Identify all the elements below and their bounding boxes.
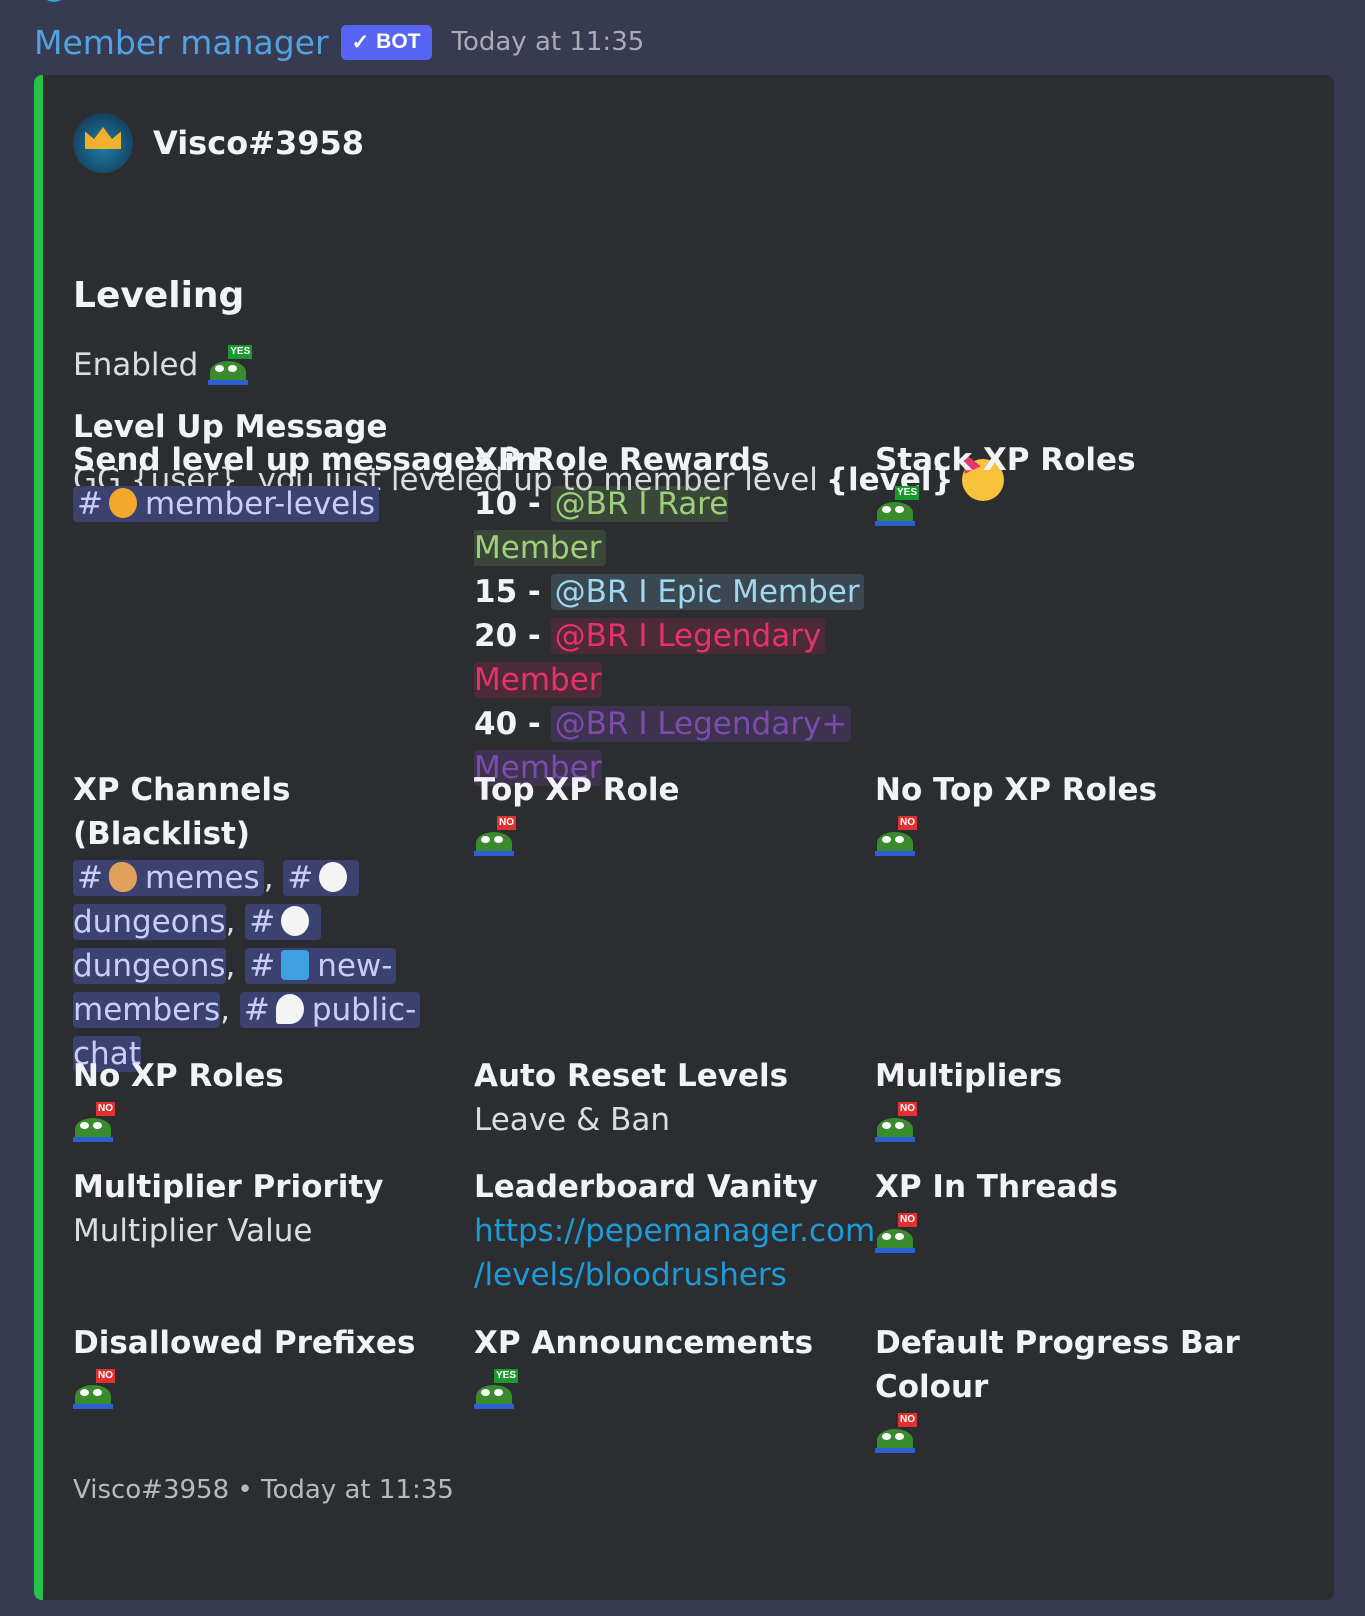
role-reward: 15 - @BR I Epic Member [474, 570, 864, 614]
field-value: Multiplier Value [73, 1213, 313, 1249]
skull-icon [319, 862, 348, 892]
pepe-no-icon: NO [474, 815, 518, 856]
field-name: Auto Reset Levels [474, 1058, 789, 1094]
field-name: XP Channels (Blacklist) [73, 772, 291, 852]
channel-mention[interactable]: # [283, 860, 360, 896]
field-value: Leave & Ban [474, 1102, 671, 1138]
field-no-top: No Top XP Roles NO [875, 768, 1265, 856]
field-send-in: Send level up messages in #member-levels [73, 438, 538, 526]
author-name[interactable]: Member manager [34, 22, 329, 62]
role-mention[interactable]: Member [474, 662, 602, 698]
field-no-xp: No XP Roles NO [73, 1054, 463, 1142]
field-name: XP In Threads [875, 1169, 1118, 1205]
channel-mention[interactable]: # [245, 904, 322, 940]
channel-mention[interactable]: #member-levels [73, 486, 380, 522]
potato-icon [108, 862, 137, 892]
bot-tag-label: BOT [376, 30, 421, 53]
channel-mention[interactable]: members [73, 992, 221, 1028]
pepe-no-icon: NO [73, 1101, 117, 1142]
medal-icon [108, 488, 137, 518]
inbox-icon [281, 950, 310, 980]
crown-icon [85, 127, 121, 149]
pepe-no-icon: NO [73, 1368, 117, 1409]
field-auto-reset: Auto Reset Levels Leave & Ban [474, 1054, 864, 1142]
enabled-row: Enabled YES [73, 345, 253, 385]
field-multipliers: Multipliers NO [875, 1054, 1265, 1142]
channel-mention[interactable]: dungeons [73, 948, 226, 984]
pepe-yes-icon: YES [474, 1368, 518, 1409]
skull-icon [281, 906, 310, 936]
role-mention[interactable]: @BR I Epic Member [550, 574, 864, 610]
field-name: XP Announcements [474, 1325, 814, 1361]
field-announcements: XP Announcements YES [474, 1321, 864, 1409]
field-prefixes: Disallowed Prefixes NO [73, 1321, 463, 1409]
field-name: No XP Roles [73, 1058, 284, 1094]
field-name: Top XP Role [474, 772, 680, 808]
check-icon: ✓ [351, 30, 370, 54]
bot-tag: ✓ BOT [340, 24, 432, 60]
embed: Visco#3958 Leveling Enabled YES Level Up… [34, 75, 1334, 1600]
channel-mention[interactable]: #memes [73, 860, 264, 896]
embed-title: Leveling [73, 275, 245, 316]
channel-mention[interactable]: dungeons [73, 904, 226, 940]
role-mention[interactable]: @BR I Legendary [550, 618, 826, 654]
field-name: Leaderboard Vanity [474, 1169, 818, 1205]
field-vanity: Leaderboard Vanity https://pepemanager.c… [474, 1165, 876, 1297]
role-mention[interactable]: Member [474, 750, 602, 786]
field-name: Stack XP Roles [875, 442, 1136, 478]
embed-author-name: Visco#3958 [153, 124, 365, 162]
party-face-icon [961, 459, 1004, 501]
field-name: Send level up messages in [73, 442, 538, 478]
message-timestamp[interactable]: Today at 11:35 [451, 27, 645, 57]
channel-mention[interactable]: #public- [239, 992, 421, 1028]
role-reward: 10 - @BR I Rare Member [474, 486, 729, 566]
field-name: Multiplier Priority [73, 1169, 384, 1205]
channel-mention[interactable]: #new- [245, 948, 397, 984]
pepe-yes-icon: YES [208, 345, 253, 385]
enabled-label: Enabled [73, 347, 199, 383]
author-avatar [73, 113, 133, 173]
role-reward: 40 - @BR I Legendary+ [474, 702, 864, 746]
field-blacklist: XP Channels (Blacklist) #memes, # dungeo… [73, 768, 463, 1076]
speech-bubble-icon [275, 994, 304, 1024]
level-up-title: Level Up Message [73, 409, 388, 445]
field-name: No Top XP Roles [875, 772, 1158, 808]
role-reward: 20 - @BR I Legendary [474, 614, 864, 658]
field-top-role: Top XP Role NO [474, 768, 864, 856]
avatar[interactable] [40, 0, 68, 2]
role-mention[interactable]: @BR I Legendary+ [550, 706, 852, 742]
field-stack-roles: Stack XP Roles YES [875, 438, 1265, 526]
field-name: XP Role Rewards [474, 442, 770, 478]
channel-mention[interactable]: chat [73, 1036, 141, 1072]
pepe-no-icon: NO [875, 1412, 919, 1453]
pepe-no-icon: NO [875, 1212, 919, 1253]
field-name: Disallowed Prefixes [73, 1325, 416, 1361]
level-placeholder: {level} [825, 462, 954, 498]
message-header: Member manager ✓ BOT Today at 11:35 [34, 14, 644, 70]
vanity-link[interactable]: https://pepemanager.com/levels/bloodrush… [474, 1213, 876, 1293]
pepe-no-icon: NO [875, 815, 919, 856]
embed-footer: Visco#3958 • Today at 11:35 [73, 1475, 454, 1505]
field-priority: Multiplier Priority Multiplier Value [73, 1165, 463, 1253]
pepe-yes-icon: YES [875, 485, 919, 526]
field-name: Multipliers [875, 1058, 1063, 1094]
field-role-rewards: XP Role Rewards 10 - @BR I Rare Member 1… [474, 438, 864, 790]
field-threads: XP In Threads NO [875, 1165, 1265, 1253]
pepe-no-icon: NO [875, 1101, 919, 1142]
embed-author: Visco#3958 [73, 113, 364, 173]
